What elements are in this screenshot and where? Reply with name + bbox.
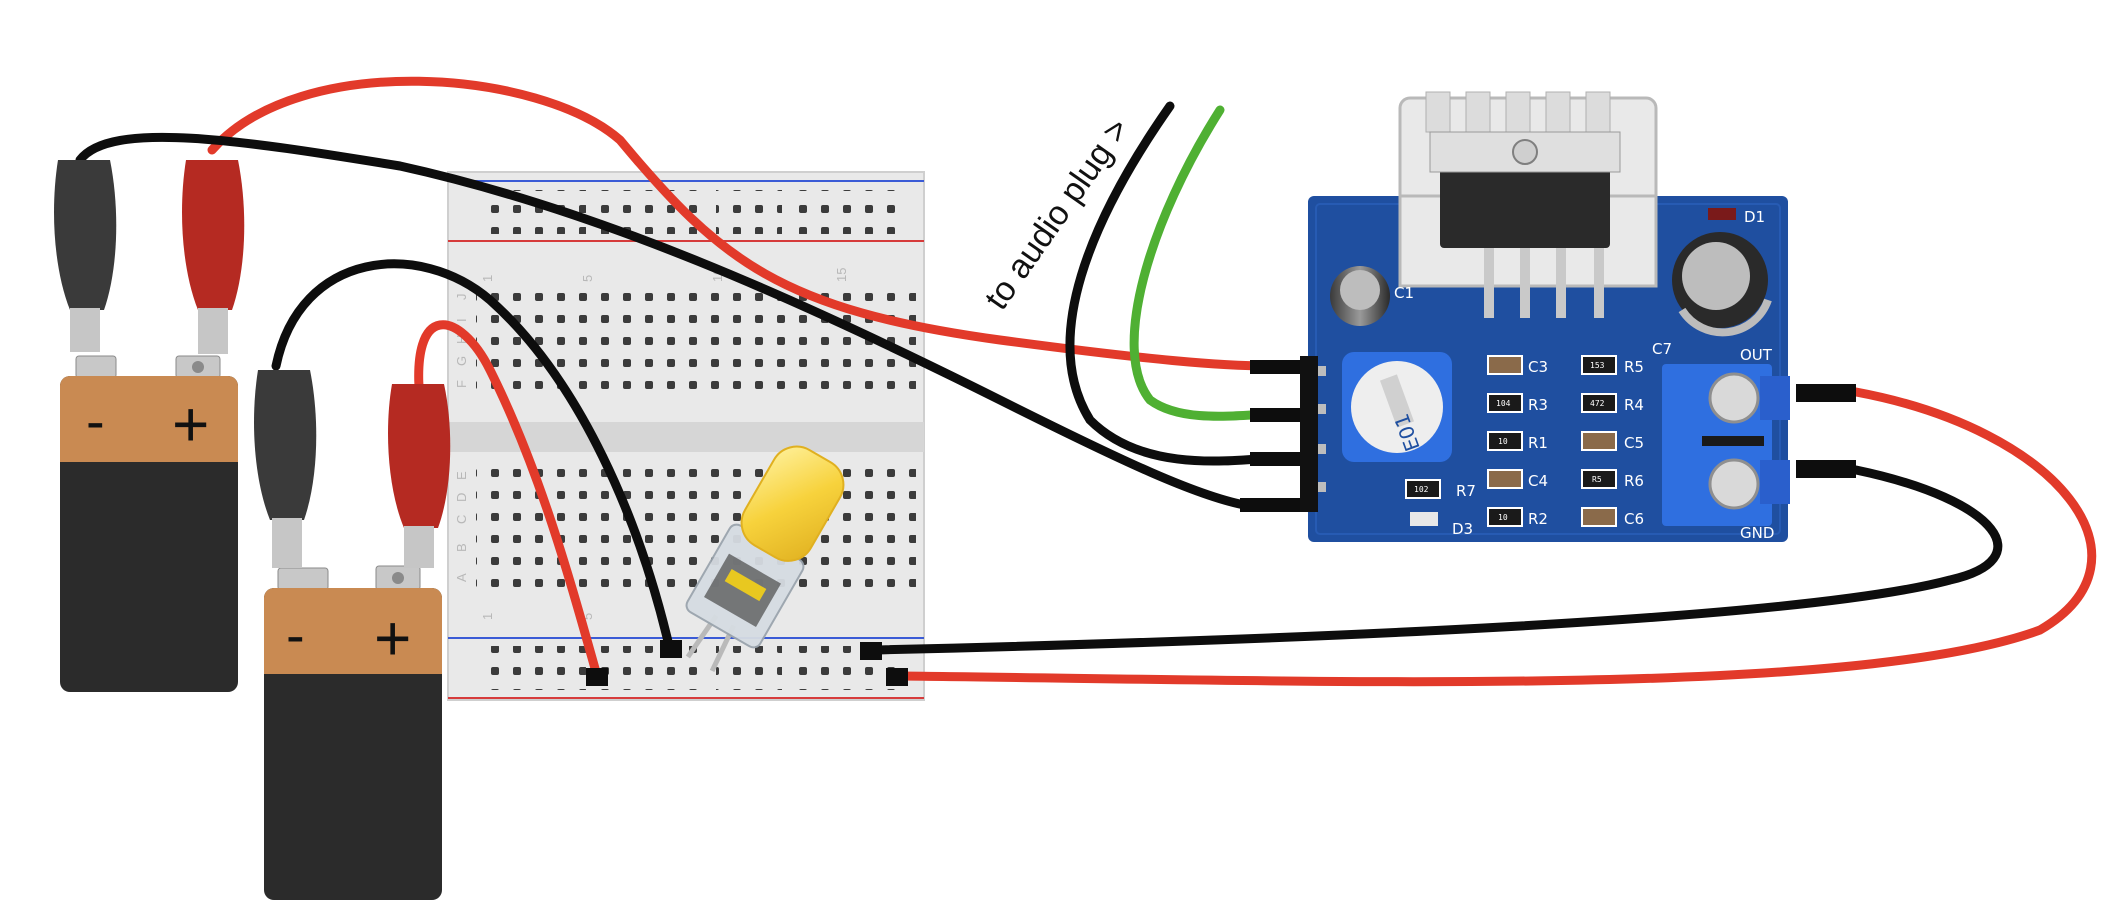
code-r7: 102 (1414, 485, 1429, 494)
battery-right-minus: - (286, 603, 305, 666)
terminal-strip-upper (476, 288, 916, 398)
bb-row-h: H (454, 335, 469, 344)
battery-right: - + (264, 565, 442, 900)
amplifier-ic (1429, 131, 1621, 318)
code-r5: 153 (1590, 361, 1605, 370)
smd-r7: 102 R7 (1405, 479, 1476, 500)
smd-c6: C6 (1581, 507, 1644, 528)
header-pins (1300, 356, 1326, 512)
bb-col-5-bottom: 5 (580, 613, 595, 620)
label-out: OUT (1740, 346, 1773, 364)
battery-right-plus: + (374, 602, 411, 674)
label-r3: R3 (1528, 396, 1548, 414)
wire-red-speaker (895, 387, 2097, 687)
audio-plug-annotation: to audio plug > (977, 111, 1137, 316)
label-r2: R2 (1528, 510, 1548, 528)
label-c1: C1 (1394, 284, 1414, 302)
label-c7: C7 (1652, 340, 1672, 358)
alligator-clip-right-red (388, 384, 451, 568)
bb-row-g: G (454, 356, 469, 366)
battery-left-plus: + (172, 388, 209, 460)
wire-red-left-battery (207, 76, 1275, 371)
capacitor-c7: C7 (1652, 232, 1772, 358)
label-r7: R7 (1456, 482, 1476, 500)
label-c4: C4 (1528, 472, 1548, 490)
potentiometer: E01 (1342, 352, 1452, 462)
wire-black-right-battery (271, 259, 675, 655)
label-r4: R4 (1624, 396, 1644, 414)
wire-black-speaker (869, 465, 2003, 655)
smd-r2: 10 R2 (1487, 507, 1548, 528)
code-r2: 10 (1498, 513, 1508, 522)
bb-row-b: B (454, 543, 469, 552)
bb-row-a: A (454, 573, 469, 582)
bb-row-c: C (454, 515, 469, 524)
bb-row-d: D (454, 493, 469, 502)
battery-left-minus: - (86, 389, 105, 452)
code-r4: 472 (1590, 399, 1605, 408)
bb-col-1: 1 (480, 275, 495, 282)
label-d3: D3 (1452, 520, 1473, 538)
label-c6: C6 (1624, 510, 1644, 528)
code-r6: R5 (1592, 475, 1602, 484)
bb-row-e: E (454, 471, 469, 480)
smd-r5: 153 R5 (1581, 355, 1644, 376)
smd-c4: C4 (1487, 469, 1548, 490)
label-d1: D1 (1744, 208, 1765, 226)
smd-r6: R5 R6 (1581, 469, 1644, 490)
led-d3: D3 (1410, 512, 1473, 538)
wire-black-left-battery (75, 132, 1255, 511)
alligator-clip-right-black (254, 370, 317, 568)
led-bulb (685, 445, 845, 672)
wire-green-audio (1129, 105, 1275, 421)
smd-c5: C5 (1581, 431, 1644, 452)
alligator-clip-left-black (54, 160, 117, 352)
label-c5: C5 (1624, 434, 1644, 452)
power-rail-bottom (448, 637, 924, 699)
bb-row-j: J (454, 294, 469, 301)
code-r3: 104 (1496, 399, 1511, 408)
bb-col-5: 5 (580, 275, 595, 282)
label-r6: R6 (1624, 472, 1644, 490)
smd-r4: 472 R4 (1581, 393, 1644, 414)
wire-red-right-battery (414, 320, 601, 677)
label-c3: C3 (1528, 358, 1548, 376)
label-r5: R5 (1624, 358, 1644, 376)
code-r1: 10 (1498, 437, 1508, 446)
bb-row-f: F (454, 380, 469, 388)
alligator-clip-left-red (182, 160, 245, 354)
wire-black-audio (1065, 101, 1275, 466)
bb-row-i: I (454, 318, 469, 322)
label-gnd: GND (1740, 524, 1774, 542)
smd-r3: 104 R3 (1487, 393, 1548, 414)
smd-c3: C3 (1487, 355, 1548, 376)
bb-col-15: 15 (834, 268, 849, 282)
wires (75, 76, 2097, 687)
label-r1: R1 (1528, 434, 1548, 452)
capacitor-c1: C1 (1330, 266, 1414, 326)
smd-r1: 10 R1 (1487, 431, 1548, 452)
battery-left: - + (60, 355, 238, 692)
amplifier-board: C1 C7 D1 E01 C3 (1300, 91, 1790, 542)
screw-terminal: OUT GND (1662, 346, 1790, 542)
bb-col-1-bottom: 1 (480, 613, 495, 620)
